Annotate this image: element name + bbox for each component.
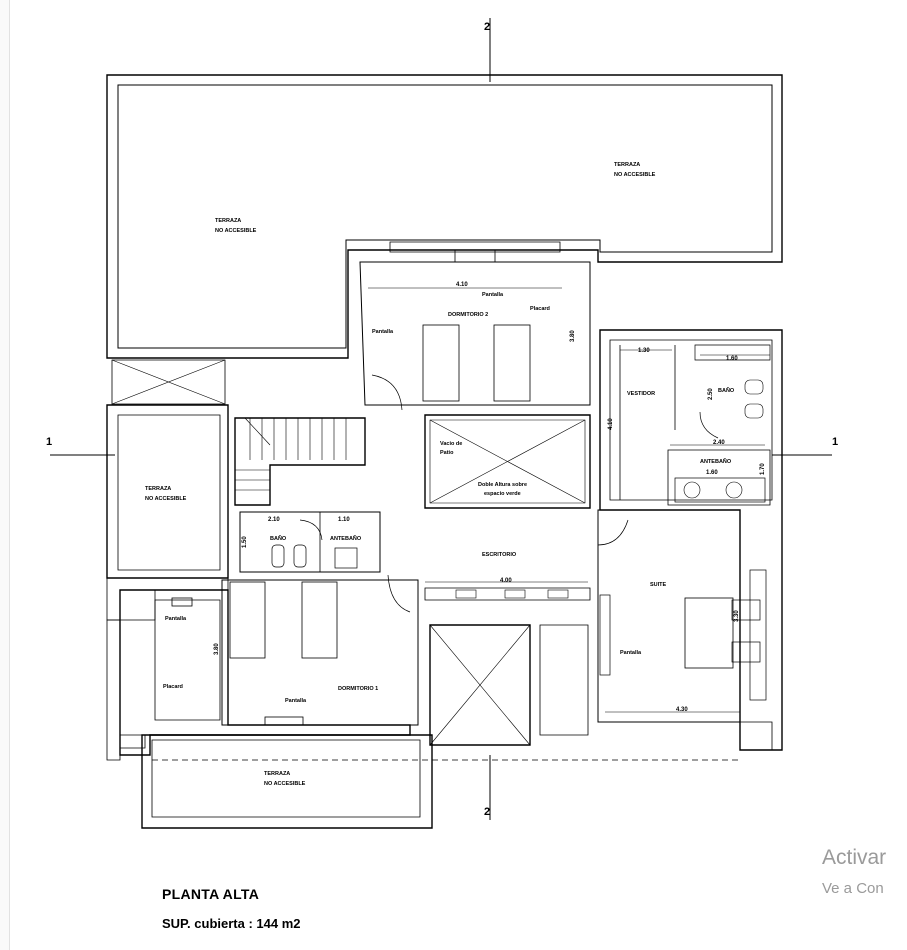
antebano-suite [667, 449, 771, 506]
label-terraza-tr-2: NO ACCESIBLE [614, 172, 656, 178]
dim-vest-height: 4.10 [608, 418, 614, 430]
dorm1-inner [154, 599, 221, 721]
label-vacio-patio-1: Vacio de [440, 441, 462, 447]
bano-left [239, 511, 381, 573]
dim-suite-width: 4.30 [676, 707, 688, 713]
note-placard-d1: Placard [163, 684, 183, 690]
vacio-patio [424, 414, 591, 509]
dorm1-main [221, 579, 419, 726]
bottom-left-wall [106, 619, 121, 761]
bottom-left-block [106, 577, 229, 621]
dim-d2-height: 3.80 [570, 330, 576, 342]
label-terraza-tl-2: NO ACCESIBLE [215, 228, 257, 234]
label-terraza-b-1: TERRAZA [264, 771, 290, 777]
label-antebano: ANTEBAÑO [330, 535, 362, 542]
label-terraza-tl-1: TERRAZA [215, 218, 241, 224]
note-pantalla-left-d2: Pantalla [372, 329, 394, 335]
axis-label-right: 1 [832, 436, 838, 448]
dim-esc-width: 4.00 [500, 578, 512, 584]
dim-bano-width: 1.60 [726, 356, 738, 362]
label-terraza-tr-1: TERRAZA [614, 162, 640, 168]
inner-wall-top [117, 84, 773, 349]
label-terraza-b-2: NO ACCESIBLE [264, 781, 306, 787]
note-pantalla-d1-top: Pantalla [165, 616, 187, 622]
axis-label-top: 2 [484, 21, 490, 33]
label-dormitorio1: DORMITORIO 1 [338, 686, 378, 692]
left-terrace-inner [117, 414, 221, 571]
escritorio-desk [424, 587, 591, 601]
right-block-inner [609, 339, 773, 501]
note-pantalla-suite: Pantalla [620, 650, 642, 656]
activation-watermark-line1: Activar [822, 846, 887, 869]
dim-ante-height: 1.70 [760, 463, 766, 475]
dorm2-wall [359, 261, 591, 406]
label-terraza-l-1: TERRAZA [145, 486, 171, 492]
dim-ante-l-w: 1.10 [338, 517, 350, 523]
label-antebano-suite: ANTEBAÑO [700, 458, 732, 465]
label-doble-altura-2: espacio verde [484, 491, 521, 497]
note-pantalla-d1-bottom: Pantalla [285, 698, 307, 704]
dorm2-window [389, 241, 561, 253]
activation-watermark-line2: Ve a Con [822, 880, 884, 897]
label-terraza-l-2: NO ACCESIBLE [145, 496, 187, 502]
dim-bano-l-h: 1.50 [242, 536, 248, 548]
plan-area: SUP. cubierta : 144 m2 [162, 916, 301, 931]
dim-d2-width: 4.10 [456, 282, 468, 288]
dim-vest-width: 1.30 [638, 348, 650, 354]
label-bano-suite: BAÑO [718, 387, 735, 394]
axis-label-left: 1 [46, 436, 52, 448]
bottom-terrace-inner [151, 739, 421, 818]
label-vacio-patio-2: Patio [440, 450, 454, 456]
label-bano: BAÑO [270, 535, 287, 542]
note-placard-d2: Placard [530, 306, 550, 312]
dim-ante-inner: 1.60 [706, 470, 718, 476]
dim-ante-width: 2.40 [713, 440, 725, 446]
stair [234, 417, 366, 506]
viewer-left-margin [0, 0, 10, 950]
dim-bano-l-w: 2.10 [268, 517, 280, 523]
outer-wall-top [106, 74, 783, 359]
suite-wall [597, 509, 741, 723]
note-pantalla-d2: Pantalla [482, 292, 504, 298]
label-suite: SUITE [650, 582, 667, 588]
dim-bano-height: 2.50 [708, 388, 714, 400]
label-vestidor: VESTIDOR [627, 391, 655, 397]
label-doble-altura-1: Doble Altura sobre [478, 482, 527, 488]
bottom-terrace [141, 734, 433, 829]
label-escritorio: ESCRITORIO [482, 552, 517, 558]
axis-label-bottom: 2 [484, 806, 490, 818]
dim-d1-height: 3.80 [214, 643, 220, 655]
dim-suite-bed: 3.30 [734, 610, 740, 622]
plan-title: PLANTA ALTA [162, 886, 260, 902]
label-dormitorio2: DORMITORIO 2 [448, 312, 488, 318]
